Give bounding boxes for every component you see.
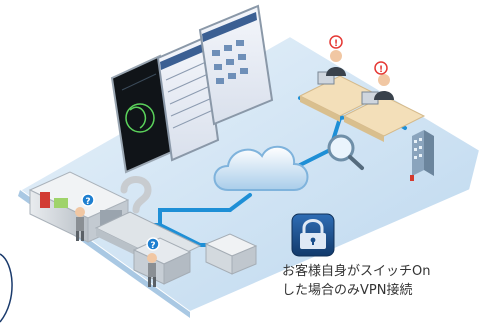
help-glyph: ?: [150, 241, 155, 251]
alert-icon: !: [329, 35, 343, 49]
help-icon: ?: [81, 193, 95, 207]
magnifier-icon: [327, 134, 364, 170]
machine-stacked-units: [204, 233, 258, 275]
help-icon: ?: [146, 237, 160, 251]
vpn-lock-icon: [291, 213, 335, 257]
help-glyph: ?: [85, 197, 90, 207]
screen-panel: [198, 4, 274, 126]
vpn-caption-line-1: お客様自身がスイッチOn: [282, 264, 431, 279]
office-desk-1: [298, 50, 382, 122]
screen-list: [156, 36, 220, 162]
vpn-caption-line-2: した場合のみVPN接続: [282, 283, 413, 298]
alert-icon: !: [374, 61, 388, 75]
office-building-icon: [410, 130, 434, 181]
edge-oval: [0, 253, 13, 323]
alert-glyph: !: [334, 39, 338, 49]
office-desk-2: [342, 74, 426, 142]
cloud-icon: [213, 145, 309, 191]
vpn-caption: お客様自身がスイッチOn した場合のみVPN接続: [282, 262, 482, 300]
worker-figure: [147, 253, 157, 287]
alert-glyph: !: [379, 65, 383, 75]
worker-figure: [75, 207, 85, 241]
